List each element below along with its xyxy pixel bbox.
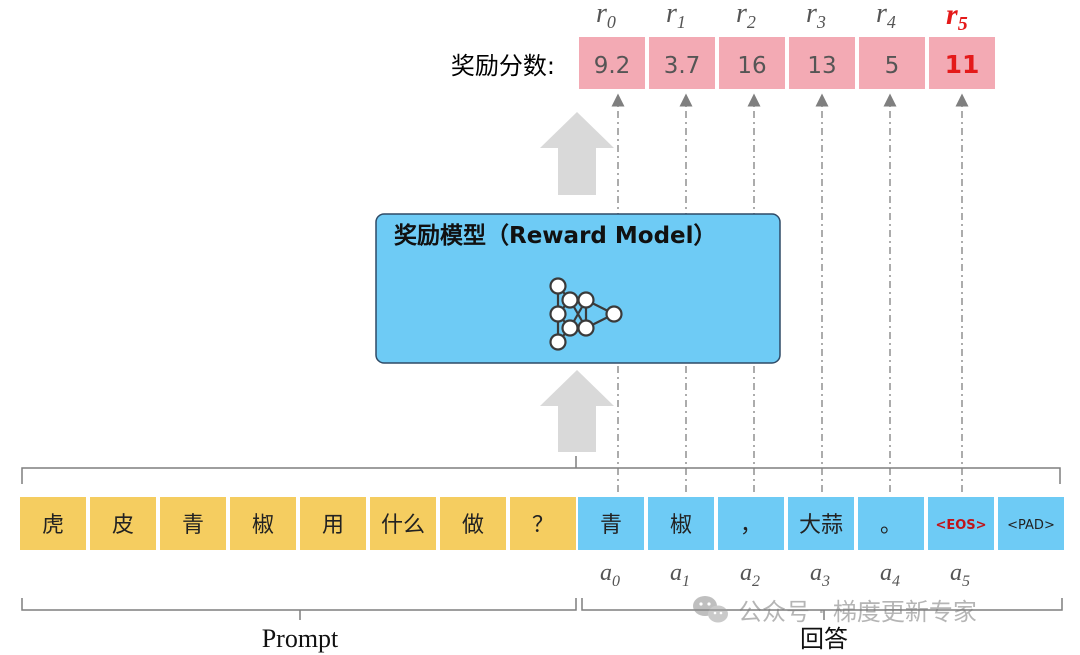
action-symbol-a4: a4 [880,560,900,590]
lower-flow-arrow-icon [540,370,614,452]
response-token-text: ， [740,513,762,538]
sequence-brace [21,456,1061,484]
response-token-box [718,497,784,550]
action-symbol-a2: a2 [740,560,760,590]
reward-value-5: 11 [945,50,980,79]
watermark-text: 公众号 · 梯度更新专家 [738,598,977,626]
reward-symbol-r0: r0 [596,0,616,32]
neural-network-icon [549,277,623,351]
reward-box-4 [857,35,927,91]
reward-subscripts: r0 r1 r2 r3 r4 r5 [596,0,968,35]
reward-box-5 [927,35,997,91]
wechat-icon [693,596,728,623]
pad-token-text: <PAD> [1007,518,1055,533]
response-label: 回答 [800,625,848,653]
prompt-token-box [510,497,576,550]
response-token-box [858,497,924,550]
prompt-label: Prompt [262,624,339,653]
prompt-token-text: 青 [182,513,204,538]
prompt-token-text: 什么 [381,513,425,538]
reward-value-1: 3.7 [664,53,701,79]
response-token-box [998,497,1064,550]
prompt-token-box [230,497,296,550]
reward-arrows [611,93,969,492]
reward-model-box [375,213,781,364]
action-symbol-a1: a1 [670,560,690,590]
reward-value-2: 16 [737,53,766,79]
response-token-box [578,497,644,550]
response-token-box [648,497,714,550]
reward-symbol-r5: r5 [946,0,968,35]
action-symbol-a0: a0 [600,560,620,590]
prompt-token-row: 虎 皮 青 椒 用 什么 做 ？ [20,497,576,550]
response-token-row: 青 椒 ， 大蒜 。 <EOS> <PAD> [578,497,1064,550]
prompt-token-text: 椒 [252,513,274,538]
prompt-token-box [300,497,366,550]
prompt-token-text: 用 [322,513,344,538]
response-token-box [928,497,994,550]
prompt-token-box [160,497,226,550]
prompt-token-box [90,497,156,550]
response-token-text: 大蒜 [799,513,843,538]
reward-symbol-r1: r1 [666,0,686,32]
prompt-token-box [20,497,86,550]
reward-value-0: 9.2 [594,53,631,79]
reward-symbol-r4: r4 [876,0,896,32]
prompt-token-text: 虎 [42,513,64,538]
prompt-brace [21,598,577,620]
prompt-token-text: ？ [532,513,554,538]
action-symbol-a3: a3 [810,560,830,590]
reward-score-row: 9.2 3.7 16 13 5 11 [577,35,997,91]
prompt-token-box [370,497,436,550]
upper-flow-arrow-icon [540,112,614,195]
reward-symbol-r3: r3 [806,0,826,32]
reward-model-title: 奖励模型（Reward Model） [394,222,717,249]
response-token-text: 。 [880,513,902,538]
prompt-token-text: 做 [462,513,484,538]
reward-box-3 [787,35,857,91]
reward-box-1 [647,35,717,91]
reward-value-3: 13 [807,53,836,79]
reward-box-0 [577,35,647,91]
action-subscripts: a0 a1 a2 a3 a4 a5 [600,560,970,590]
response-token-text: 椒 [670,513,692,538]
action-symbol-a5: a5 [950,560,970,590]
reward-box-2 [717,35,787,91]
reward-symbol-r2: r2 [736,0,756,32]
prompt-token-text: 皮 [112,513,134,538]
reward-value-4: 5 [885,53,900,79]
response-token-text: 青 [600,513,622,538]
response-token-box [788,497,854,550]
reward-score-label: 奖励分数: [451,52,555,80]
eos-token-text: <EOS> [935,518,986,533]
watermark: 公众号 · 梯度更新专家 [693,596,977,626]
prompt-token-box [440,497,506,550]
